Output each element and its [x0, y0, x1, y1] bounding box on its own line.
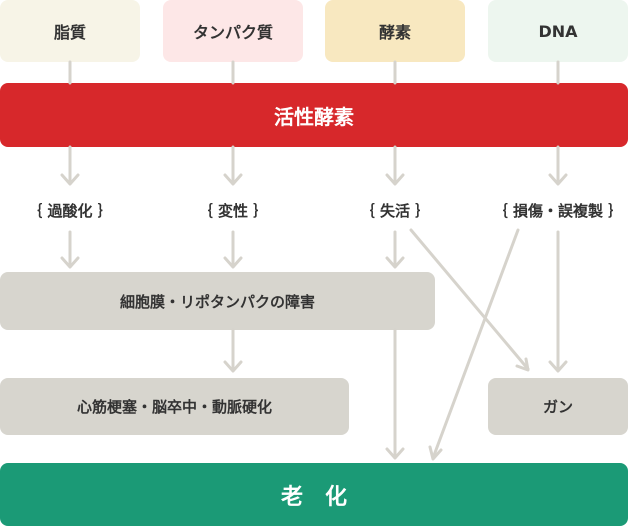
- label-denaturation: ｛ 変性 ｝: [197, 202, 269, 220]
- cell-damage-box: 細胞膜・リポタンパクの障害: [0, 272, 435, 330]
- cell-damage-label: 細胞膜・リポタンパクの障害: [119, 292, 315, 311]
- label-inactivation: ｛ 失活 ｝: [359, 202, 431, 220]
- source-lipid-label: 脂質: [53, 23, 86, 42]
- label-damage-misreplication: ｛ 損傷・誤複製 ｝: [492, 202, 624, 220]
- disease-label: 心筋梗塞・脳卒中・動脈硬化: [76, 398, 272, 416]
- active-oxygen-band: 活性酵素: [0, 83, 628, 147]
- source-enzyme-label: 酵素: [378, 23, 411, 42]
- active-oxygen-label: 活性酵素: [274, 104, 354, 129]
- source-dna-label: DNA: [538, 21, 578, 41]
- arrow-damage-to-aging: [431, 228, 520, 460]
- source-protein-label: タンパク質: [192, 23, 273, 42]
- source-enzyme: 酵素: [325, 0, 465, 62]
- disease-box: 心筋梗塞・脳卒中・動脈硬化: [0, 378, 349, 435]
- arrow-inactivation-to-cancer: [409, 228, 530, 371]
- source-dna: DNA: [488, 0, 628, 62]
- source-lipid: 脂質: [0, 0, 140, 62]
- source-protein: タンパク質: [163, 0, 303, 62]
- aging-label: 老 化: [280, 484, 347, 510]
- cancer-box: ガン: [488, 378, 628, 435]
- label-peroxidation: ｛ 過酸化 ｝: [27, 202, 113, 220]
- cancer-label: ガン: [542, 398, 573, 416]
- aging-band: 老 化: [0, 463, 628, 526]
